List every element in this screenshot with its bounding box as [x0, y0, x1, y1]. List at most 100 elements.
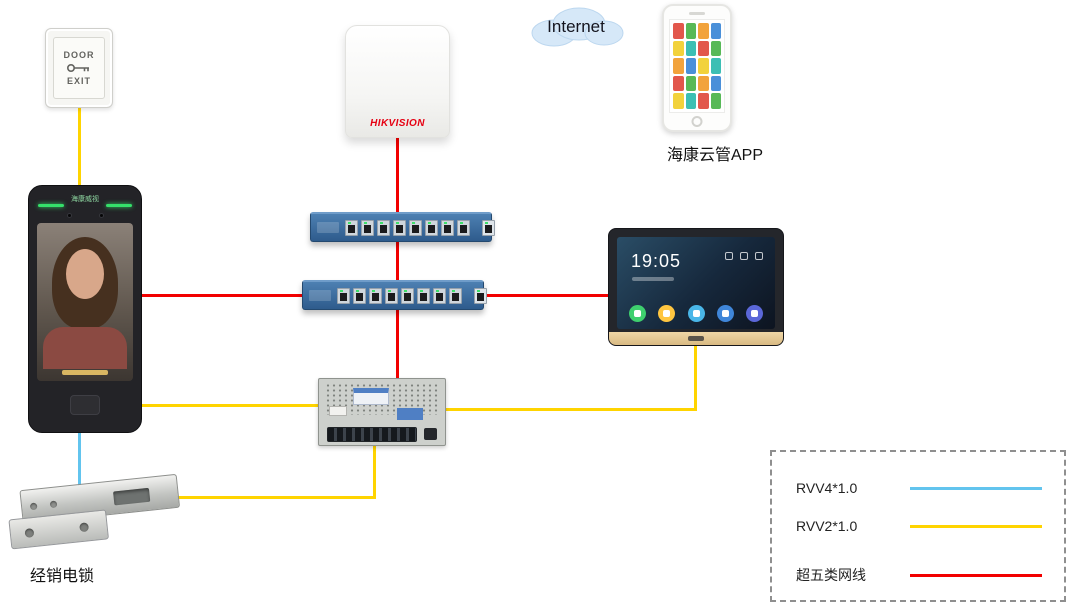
app-icon [698, 58, 709, 74]
psu-label-sticker [397, 408, 423, 420]
ethernet-port [345, 219, 358, 236]
wire-psu-to-monitor-h [446, 408, 697, 411]
app-icon [710, 23, 721, 39]
wire-psu-to-monitor-v [694, 346, 697, 411]
portrait-face [66, 249, 104, 299]
ethernet-port [449, 287, 462, 304]
door-exit-button: DOOR EXIT [45, 28, 113, 108]
camera-lens [99, 213, 104, 218]
call-icon [629, 305, 646, 322]
screen-caption-bar [62, 370, 108, 375]
wire-terminal-to-switch2 [142, 294, 304, 297]
app-icon [685, 75, 696, 92]
indoor-intercom-monitor: 19:05 [608, 228, 784, 346]
app-icon [710, 58, 721, 74]
wire-terminal-to-lock [78, 432, 81, 490]
app-icon [673, 75, 684, 92]
wire-switch2-to-psu [396, 310, 399, 380]
monitor-clock: 19:05 [631, 251, 682, 271]
app-icon [698, 75, 709, 92]
terminal-brand-label: 海康威视 [71, 196, 99, 203]
internet-cloud: Internet [524, 4, 628, 50]
hikvision-logo: HIKVISION [370, 118, 425, 129]
app-icon [698, 40, 709, 57]
exit-label-exit: EXIT [66, 76, 91, 86]
app-icon [673, 58, 684, 74]
terminal-screen [37, 223, 133, 381]
phone-speaker [689, 12, 705, 15]
psu-label-sticker [353, 388, 389, 405]
legend-row: RVV4*1.0 [796, 480, 1042, 496]
lock-bolt-slot [113, 487, 151, 506]
hikvision-router: HIKVISION [345, 25, 450, 138]
app-icon [685, 58, 696, 74]
cloud-icon [531, 7, 624, 47]
app-icon [685, 93, 696, 109]
lock-label: 经销电锁 [30, 568, 95, 585]
wire-psu-down [373, 446, 376, 499]
app-icon [673, 93, 684, 109]
smartphone [662, 4, 732, 132]
ethernet-port [353, 287, 366, 304]
monitor-gold-base [609, 332, 783, 345]
psu-adjust-knob [424, 428, 437, 440]
status-led [106, 204, 132, 207]
psu-terminal-strip [327, 427, 417, 442]
ethernet-port [393, 219, 406, 236]
monitor-screen: 19:05 [617, 237, 775, 329]
ethernet-port [377, 219, 390, 236]
ethernet-port [457, 219, 470, 236]
status-icon [740, 252, 748, 260]
legend-line-blue [910, 486, 1042, 490]
ethernet-port [337, 287, 350, 304]
exit-button-plate: DOOR EXIT [53, 37, 105, 99]
monitor-icon [687, 305, 705, 322]
uplink-port [482, 219, 495, 236]
ethernet-port [385, 287, 398, 304]
wire-psu-to-lock [170, 496, 376, 499]
settings-icon [746, 305, 763, 322]
legend-label-rvv2: RVV2*1.0 [796, 518, 858, 534]
app-icon [698, 23, 709, 39]
app-icon [685, 40, 696, 57]
app-icon [673, 23, 684, 39]
internet-label: Internet [547, 17, 605, 36]
ethernet-port [441, 219, 454, 236]
ethernet-port [409, 219, 422, 236]
uplink-port [474, 287, 487, 304]
legend-row: RVV2*1.0 [796, 518, 1042, 534]
status-icon [725, 252, 733, 260]
legend-row: 超五类网线 [796, 565, 1042, 585]
app-icon [698, 93, 709, 109]
app-icon [673, 40, 684, 57]
switch-brand-plate [309, 290, 331, 301]
phone-home-button [691, 116, 703, 127]
status-icon [755, 252, 763, 260]
home-icon [716, 305, 734, 322]
ethernet-port [433, 287, 446, 304]
ethernet-port [417, 287, 430, 304]
wire-terminal-to-psu [142, 404, 320, 407]
wire-switch1-to-switch2 [396, 242, 399, 282]
psu-label-sticker [329, 406, 347, 416]
portrait-shoulders [43, 327, 127, 369]
app-icon [710, 75, 721, 92]
app-icon [685, 23, 696, 39]
wire-router-to-switch1 [396, 138, 399, 214]
legend-line-red [910, 573, 1042, 577]
card-reader-area [70, 395, 100, 415]
legend-label-cat5e: 超五类网线 [796, 567, 866, 583]
monitor-base-logo [688, 336, 704, 341]
status-led [38, 204, 64, 207]
legend-label-rvv4: RVV4*1.0 [796, 480, 858, 496]
key-icon [66, 63, 89, 73]
camera-lens [67, 213, 72, 218]
wire-switch2-to-monitor [484, 294, 610, 297]
monitor-date-bar [632, 277, 674, 281]
electric-bolt-lock [4, 459, 196, 564]
legend-box: RVV4*1.0 RVV2*1.0 超五类网线 [770, 450, 1066, 602]
ethernet-port [401, 287, 414, 304]
ethernet-port [369, 287, 382, 304]
poe-switch-1 [310, 212, 495, 242]
